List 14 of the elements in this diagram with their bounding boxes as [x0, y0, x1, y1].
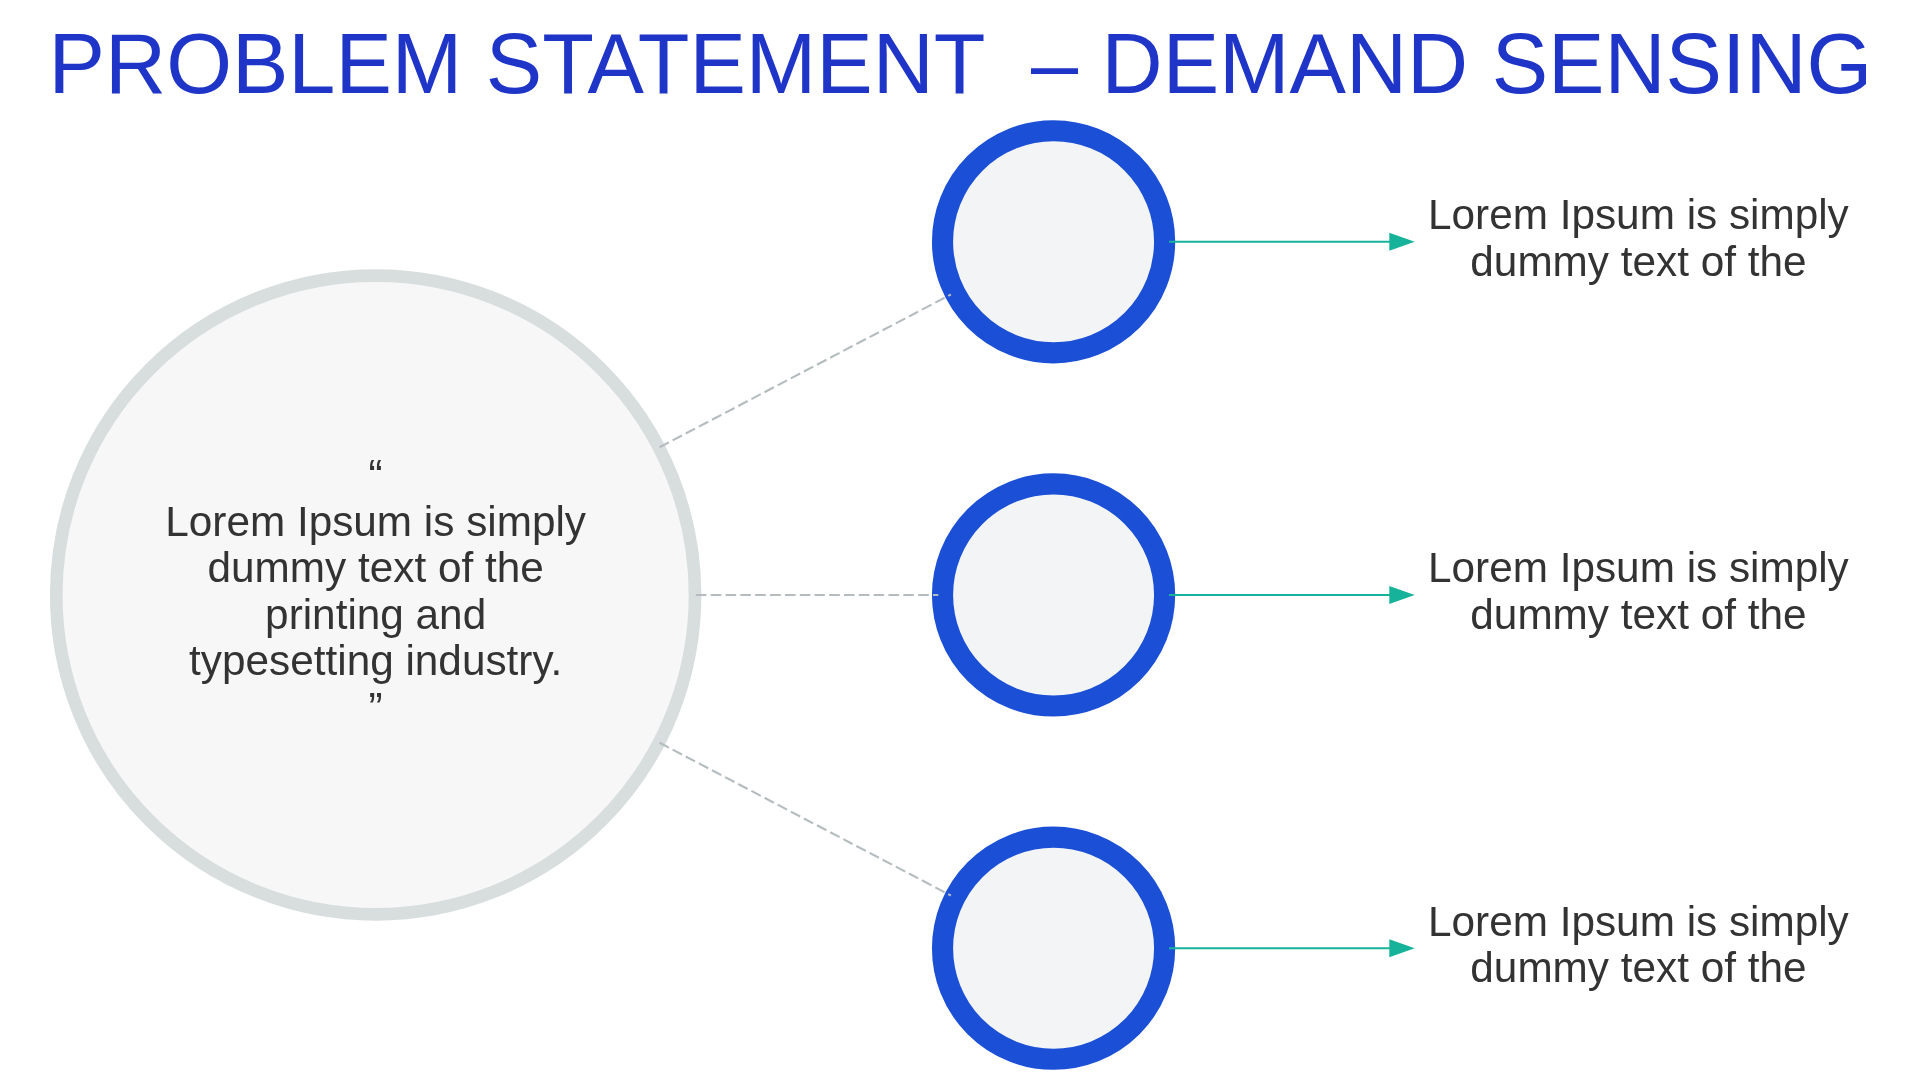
node-text: Lorem Ipsum is simply dummy text of the [1427, 897, 1849, 992]
node-circle [931, 120, 1175, 364]
connector [658, 293, 951, 449]
node-text: Lorem Ipsum is simply dummy text of the [1427, 191, 1849, 285]
arrow [1168, 586, 1415, 604]
arrow [1168, 232, 1415, 251]
arrow [1168, 939, 1415, 958]
diagram-title: PROBLEM STATEMENT – DEMAND SENSING [48, 15, 1872, 111]
node-circle [931, 826, 1175, 1070]
node-circle: “ Lorem Ipsum is simply dummy text of the printing and typesetting industry. ” [49, 269, 701, 921]
connector [695, 593, 938, 597]
connector [658, 741, 951, 897]
node-circle [931, 473, 1175, 717]
node-text: Lorem Ipsum is simply dummy text of the [1427, 544, 1849, 638]
